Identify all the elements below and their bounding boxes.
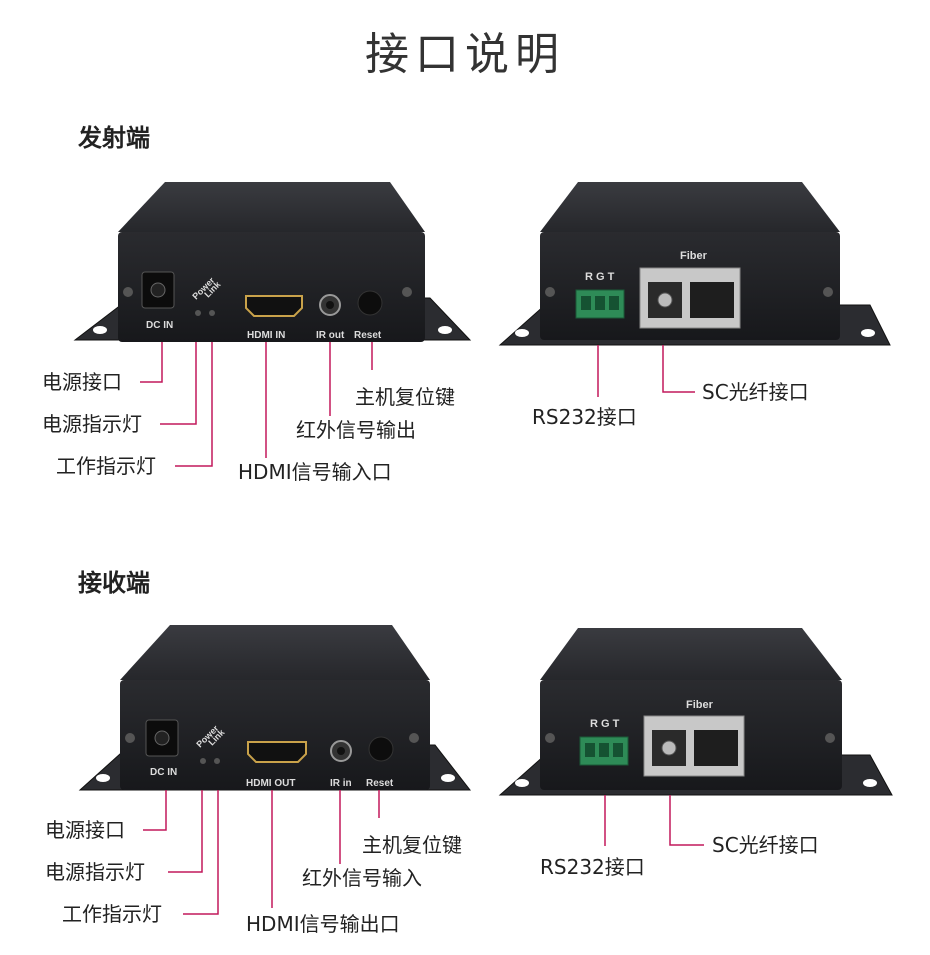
mount-hole (93, 326, 107, 334)
terminal-pin (585, 743, 595, 757)
terminal-pin (609, 296, 619, 310)
sc-port-ferrule (657, 292, 673, 308)
hdmi-port (247, 741, 307, 763)
dc-in-text: DC IN (146, 320, 173, 331)
transmitter-heading: 发射端 (78, 124, 150, 152)
label-hdmi: HDMI信号输入口 (238, 460, 392, 484)
dc-in-text: DC IN (150, 767, 177, 778)
mount-hole (863, 779, 877, 787)
ir-port-hole (337, 747, 345, 755)
power-led (200, 758, 206, 764)
ir-port-hole (326, 301, 334, 309)
power-led (195, 310, 201, 316)
label-reset: 主机复位键 (355, 385, 455, 409)
screw (402, 287, 412, 297)
receiver-hdmi-unit: DC IN Power Link HDMI OUT IR in Reset (78, 625, 472, 791)
sc-port-ferrule (661, 740, 677, 756)
receiver-heading: 接收端 (78, 569, 150, 597)
rgt-text: R G T (590, 718, 620, 730)
sc-port-cover (690, 282, 734, 318)
label-work-led: 工作指示灯 (56, 454, 156, 478)
leader-line (168, 790, 203, 873)
device-front-panel (118, 232, 425, 342)
mount-hole (441, 774, 455, 782)
hdmi-text: HDMI OUT (246, 778, 295, 789)
screw (823, 287, 833, 297)
leader-line (183, 790, 219, 915)
terminal-pin (599, 743, 609, 757)
screw (545, 287, 555, 297)
fiber-text: Fiber (686, 699, 714, 711)
dc-jack-hole (154, 730, 170, 746)
device-top (118, 182, 425, 232)
hdmi-port (245, 295, 303, 317)
screw (545, 733, 555, 743)
ir-text: IR out (316, 330, 345, 341)
leader-line (175, 342, 213, 467)
screw (409, 733, 419, 743)
transmitter-hdmi-unit: DC IN Power Link HDMI IN IR out Reset (73, 182, 472, 342)
label-power-jack: 电源接口 (42, 370, 122, 394)
terminal-pin (613, 743, 623, 757)
label-rs232: RS232接口 (532, 405, 637, 429)
label-ir: 红外信号输入 (302, 866, 422, 890)
link-led (209, 310, 215, 316)
leader-line (160, 342, 197, 425)
page-title: 接口说明 (365, 29, 565, 80)
leader-line (143, 790, 167, 831)
label-sc: SC光纤接口 (712, 833, 819, 857)
leader-line (140, 342, 163, 383)
terminal-pin (595, 296, 605, 310)
mount-hole (438, 326, 452, 334)
label-ir: 红外信号输出 (296, 418, 416, 442)
label-rs232: RS232接口 (540, 855, 645, 879)
screw (123, 287, 133, 297)
leader-line (669, 795, 704, 846)
reset-button (368, 736, 394, 762)
device-front-panel (120, 680, 430, 790)
dc-jack-hole (150, 282, 166, 298)
label-power-jack: 电源接口 (45, 818, 125, 842)
label-power-led: 电源指示灯 (42, 412, 142, 436)
device-top (120, 625, 430, 680)
label-power-led: 电源指示灯 (45, 860, 145, 884)
rgt-text: R G T (585, 271, 615, 283)
leader-lines (140, 342, 704, 915)
device-top (540, 182, 840, 232)
link-led (214, 758, 220, 764)
label-work-led: 工作指示灯 (62, 902, 162, 926)
mount-hole (515, 329, 529, 337)
label-hdmi: HDMI信号输出口 (246, 912, 400, 936)
receiver-fiber-unit: R G T Fiber (498, 628, 893, 796)
device-top (540, 628, 842, 680)
label-reset: 主机复位键 (362, 833, 462, 857)
screw (825, 733, 835, 743)
leader-line (662, 345, 695, 393)
screw (125, 733, 135, 743)
mount-hole (861, 329, 875, 337)
mount-hole (96, 774, 110, 782)
reset-text: Reset (354, 330, 382, 341)
fiber-text: Fiber (680, 250, 708, 262)
hdmi-text: HDMI IN (247, 330, 285, 341)
sc-port-cover (694, 730, 738, 766)
transmitter-fiber-unit: R G T Fiber (498, 182, 891, 346)
ir-text: IR in (330, 778, 352, 789)
reset-button (357, 290, 383, 316)
reset-text: Reset (366, 778, 394, 789)
mount-hole (515, 779, 529, 787)
terminal-pin (581, 296, 591, 310)
label-sc: SC光纤接口 (702, 380, 809, 404)
